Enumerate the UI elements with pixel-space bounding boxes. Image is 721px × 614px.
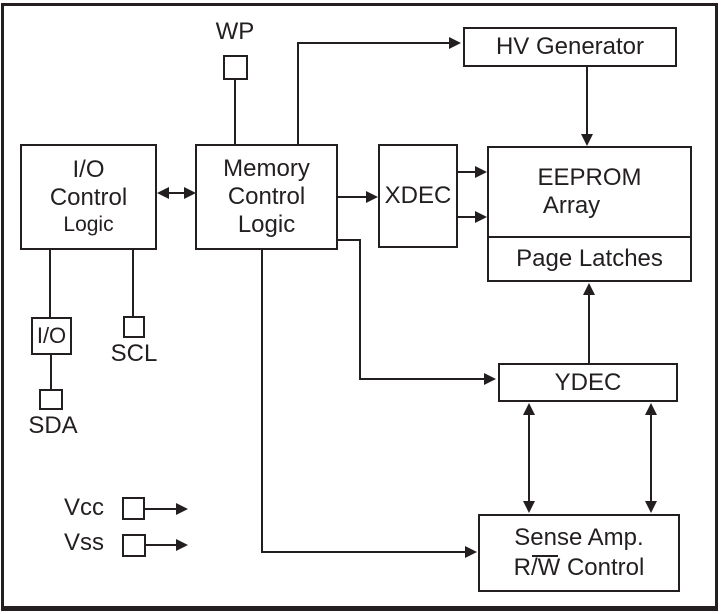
vcc-pin-square bbox=[122, 497, 145, 520]
eeprom-array-text: EEPROM Array bbox=[489, 148, 690, 236]
scl-pin-square bbox=[123, 316, 145, 338]
wire-io-pin-to-sda-pin bbox=[50, 355, 52, 389]
wire-io-control-to-io-pin bbox=[49, 250, 51, 317]
arrowhead-into-page-latches bbox=[583, 283, 595, 295]
wire-vss bbox=[146, 544, 179, 546]
arrowhead-into-io-control bbox=[157, 187, 169, 199]
vcc-pin-label: Vcc bbox=[64, 494, 105, 521]
arrowhead-xdec-eeprom-2 bbox=[475, 211, 487, 223]
ydec-block: YDEC bbox=[498, 363, 678, 402]
arrowhead-ydec-bottom-left bbox=[523, 403, 535, 415]
hv-generator-block: HV Generator bbox=[463, 27, 677, 67]
xdec-block: XDEC bbox=[378, 144, 458, 248]
arrowhead-ydec-bottom-right bbox=[645, 403, 657, 415]
io-pin-square: I/O bbox=[31, 317, 72, 355]
arrowhead-into-xdec bbox=[366, 191, 378, 203]
sense-amp-line2: R/W Control bbox=[514, 553, 645, 583]
wp-pin-square bbox=[223, 55, 248, 80]
wire-memory-to-xdec bbox=[338, 196, 368, 198]
memory-control-line3: Logic bbox=[237, 211, 296, 238]
wire-io-memory bbox=[166, 192, 188, 194]
wire-memory-to-hv-riser bbox=[297, 43, 299, 146]
wire-memory-to-sense-b bbox=[261, 551, 467, 553]
arrowhead-xdec-eeprom-1 bbox=[475, 166, 487, 178]
wire-hv-to-eeprom bbox=[586, 67, 588, 136]
arrowhead-into-hv-generator bbox=[449, 37, 461, 49]
rw-prefix: R/ bbox=[513, 554, 538, 581]
hv-generator-label: HV Generator bbox=[495, 33, 645, 60]
arrowhead-into-memory-control bbox=[184, 187, 196, 199]
wire-memory-to-ydec-c bbox=[359, 378, 486, 380]
eeprom-line1: EEPROM bbox=[537, 164, 642, 191]
ydec-label: YDEC bbox=[554, 368, 622, 396]
arrowhead-into-eeprom-top bbox=[581, 134, 593, 146]
io-control-logic-block: I/O Control Logic bbox=[20, 144, 157, 250]
arrowhead-into-sense-amp bbox=[465, 546, 477, 558]
arrowhead-sense-top-right bbox=[645, 501, 657, 513]
arrowhead-into-ydec bbox=[484, 373, 496, 385]
io-control-line1: I/O bbox=[72, 156, 105, 183]
sda-pin-label: SDA bbox=[28, 412, 78, 439]
wire-ydec-sense-left bbox=[528, 414, 530, 502]
sense-amp-line1: Sense Amp. bbox=[514, 524, 644, 551]
memory-control-line1: Memory bbox=[223, 155, 310, 182]
arrowhead-vss bbox=[176, 539, 188, 551]
wire-memory-to-ydec-b bbox=[359, 239, 361, 380]
memory-control-logic-block: Memory Control Logic bbox=[195, 144, 338, 250]
vss-pin-label: Vss bbox=[64, 529, 105, 556]
page-latches-section: Page Latches bbox=[489, 236, 690, 280]
eeprom-array-block: EEPROM Array Page Latches bbox=[487, 146, 692, 282]
diagram-border bbox=[1, 3, 718, 611]
arrowhead-vcc bbox=[176, 503, 188, 515]
io-pin-label: I/O bbox=[36, 323, 67, 348]
wire-memory-to-hv-run bbox=[297, 42, 452, 44]
sense-amp-rw-control-block: Sense Amp. R/W Control bbox=[478, 514, 680, 592]
arrowhead-sense-top-left bbox=[523, 501, 535, 513]
io-control-line2: Control bbox=[49, 184, 128, 211]
wire-memory-to-sense-a bbox=[261, 250, 263, 553]
page-latches-label: Page Latches bbox=[516, 245, 663, 272]
wp-pin-label: WP bbox=[215, 18, 255, 45]
memory-control-line2: Control bbox=[227, 183, 306, 210]
scl-pin-label: SCL bbox=[110, 340, 158, 367]
vss-pin-square bbox=[122, 534, 146, 557]
wire-xdec-to-eeprom-1 bbox=[458, 171, 477, 173]
wire-ydec-to-page-latches bbox=[588, 294, 590, 363]
io-control-line3: Logic bbox=[63, 213, 114, 236]
wire-io-control-to-scl-pin bbox=[132, 250, 134, 316]
wire-vcc bbox=[145, 508, 178, 510]
eeprom-line2: Array bbox=[542, 192, 601, 219]
wire-xdec-to-eeprom-2 bbox=[458, 216, 477, 218]
wire-ydec-sense-right bbox=[650, 414, 652, 502]
rw-overline-w: W bbox=[531, 554, 561, 581]
sda-pin-square bbox=[39, 389, 63, 410]
xdec-label: XDEC bbox=[384, 182, 452, 209]
wire-memory-to-ydec-a bbox=[338, 239, 361, 241]
rw-suffix: Control bbox=[560, 554, 645, 581]
wire-wp-to-memory bbox=[234, 80, 236, 144]
